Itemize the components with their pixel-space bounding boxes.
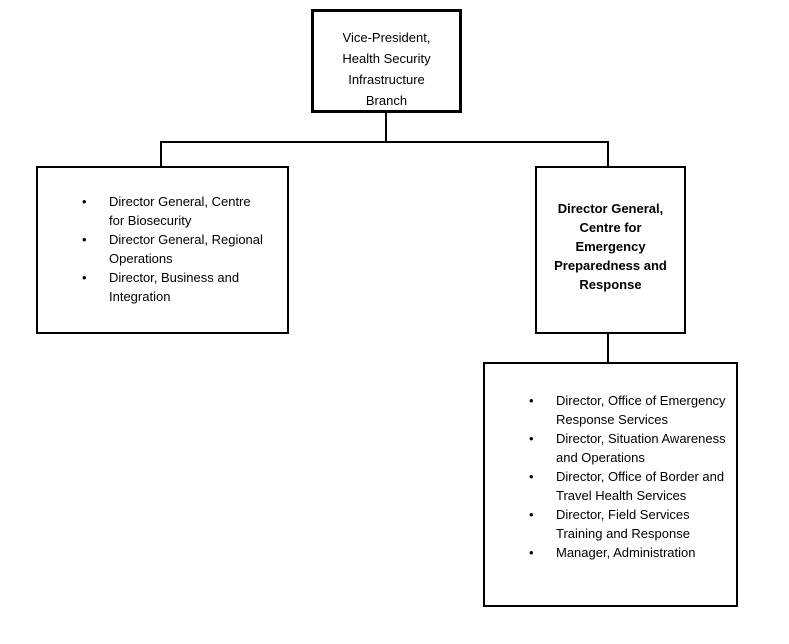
list-item-text: Director General, Regional Operations (109, 232, 263, 266)
list-item-text: Director, Office of Emergency Response S… (556, 393, 726, 427)
node-director-general-emergency: Director General, Centre for Emergency P… (535, 166, 686, 334)
node-label-line: Health Security (342, 51, 431, 66)
list-item-text: Director, Field Services Training and Re… (556, 507, 690, 541)
list-item: • Director General, Centre for Biosecuri… (82, 192, 287, 230)
node-left-directors-group: • Director General, Centre for Biosecuri… (36, 166, 289, 334)
node-label-line: Emergency (575, 239, 646, 254)
connector-branch-to-dg-emergency (607, 141, 609, 167)
bullet-icon: • (529, 469, 534, 484)
node-vice-president: Vice-President, Health Security Infrastr… (311, 9, 462, 113)
bullet-list: • Director, Office of Emergency Response… (485, 364, 736, 562)
bullet-icon: • (82, 270, 87, 285)
node-label-line: Centre for (579, 220, 642, 235)
bullet-icon: • (529, 431, 534, 446)
list-item: • Director, Field Services Training and … (529, 505, 736, 543)
node-label-line: Director General, (557, 201, 664, 216)
node-label-line: Vice-President, (342, 30, 431, 45)
connector-branch-horizontal (160, 141, 609, 143)
list-item-text: Director, Office of Border and Travel He… (556, 469, 725, 503)
list-item-text: Director, Business and Integration (109, 270, 240, 304)
node-label-line: Branch (365, 93, 408, 108)
list-item: • Director, Business and Integration (82, 268, 287, 306)
node-label-line: Preparedness and (554, 258, 667, 273)
connector-vp-to-branch (385, 112, 387, 143)
bullet-icon: • (82, 232, 87, 247)
bullet-list: • Director General, Centre for Biosecuri… (38, 168, 287, 306)
list-item: • Director, Office of Emergency Response… (529, 391, 736, 429)
list-item: • Director, Situation Awareness and Oper… (529, 429, 736, 467)
node-emergency-directors-group: • Director, Office of Emergency Response… (483, 362, 738, 607)
bullet-icon: • (529, 507, 534, 522)
bullet-icon: • (82, 194, 87, 209)
connector-branch-to-left-group (160, 141, 162, 167)
node-label-line: Response (579, 277, 642, 292)
list-item: • Director, Office of Border and Travel … (529, 467, 736, 505)
bullet-icon: • (529, 393, 534, 408)
list-item-text: Manager, Administration (556, 545, 696, 560)
list-item: • Manager, Administration (529, 543, 736, 562)
list-item-text: Director, Situation Awareness and Operat… (556, 431, 726, 465)
list-item-text: Director General, Centre for Biosecurity (109, 194, 251, 228)
connector-dg-to-emergency-group (607, 333, 609, 363)
list-item: • Director General, Regional Operations (82, 230, 287, 268)
bullet-icon: • (529, 545, 534, 560)
node-label-line: Infrastructure (348, 72, 425, 87)
